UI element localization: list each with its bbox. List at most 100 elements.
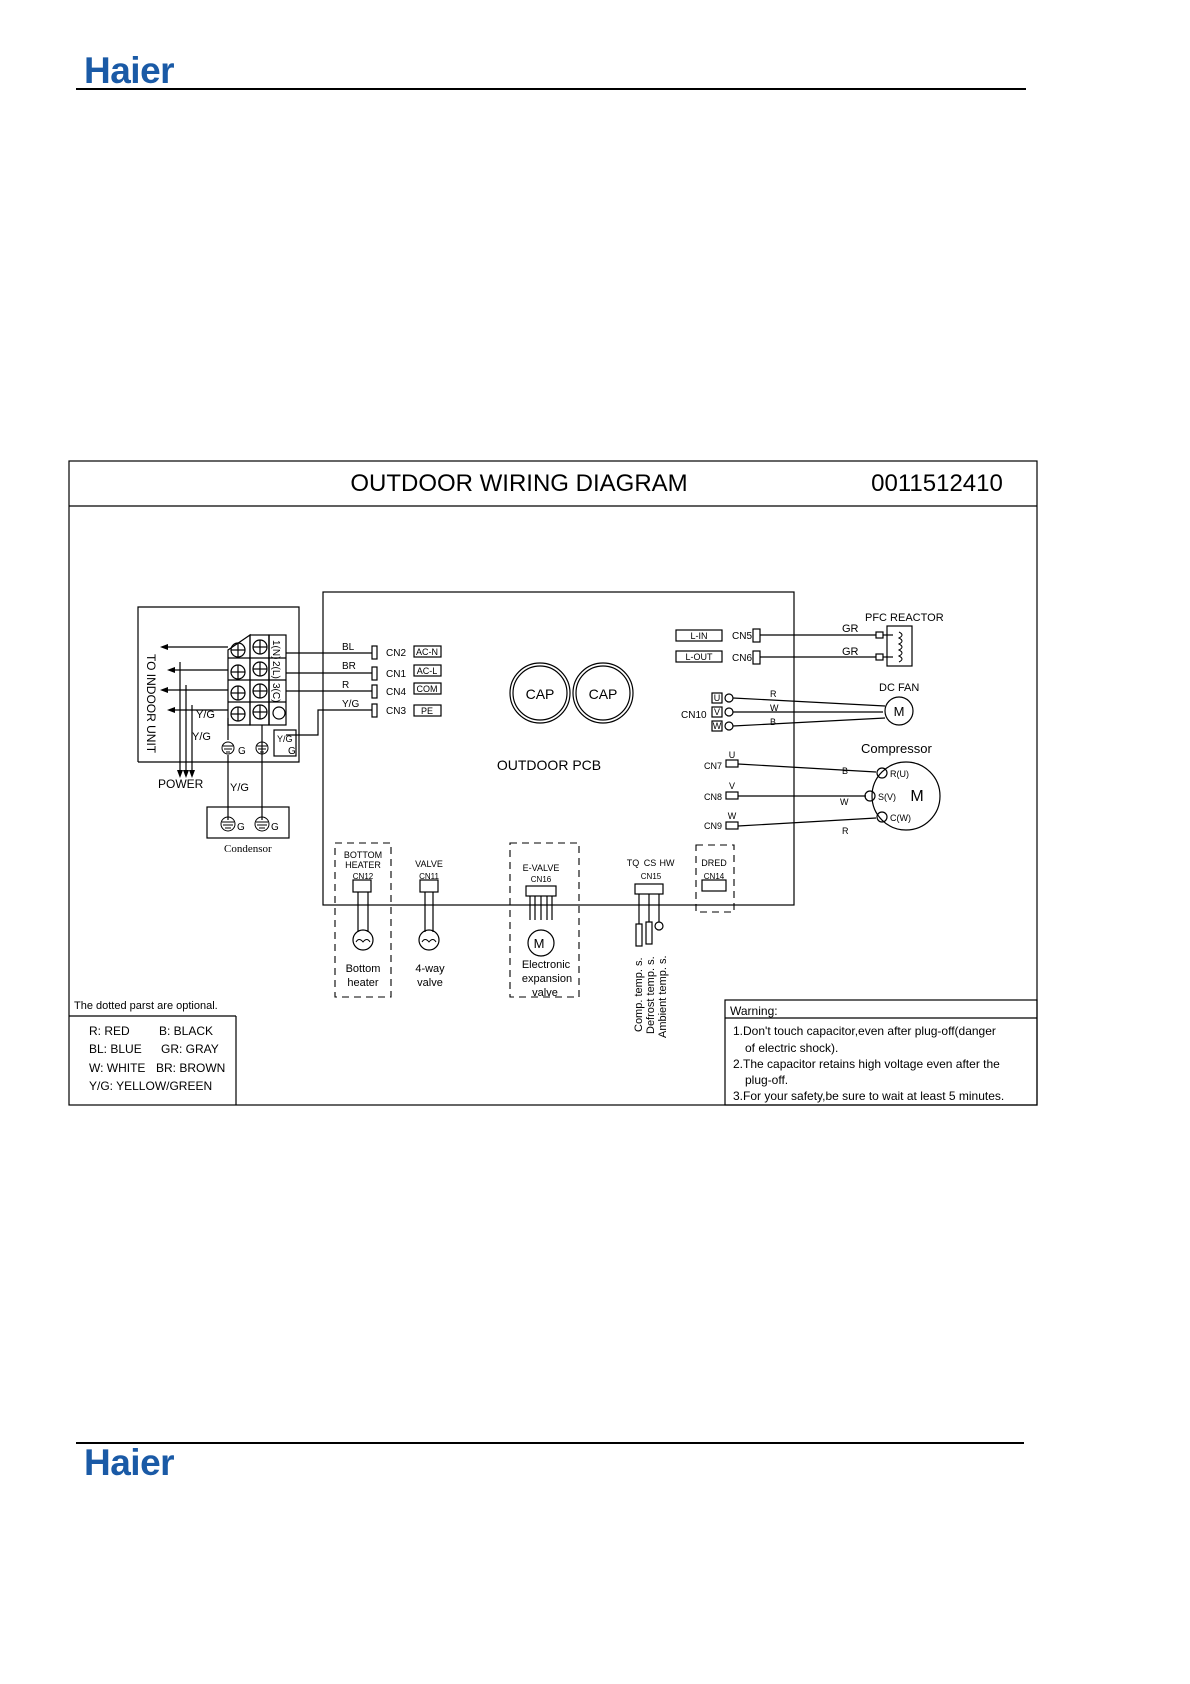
terminal-label-2l: 2(L) bbox=[270, 661, 281, 679]
cn15-label: CN15 bbox=[641, 872, 662, 881]
wire-r: R bbox=[342, 680, 349, 691]
warning-line-2: of electric shock). bbox=[745, 1041, 838, 1055]
e-valve-motor bbox=[527, 929, 555, 957]
dred-label: DRED bbox=[701, 858, 727, 868]
outdoor-pcb-label: OUTDOOR PCB bbox=[497, 757, 601, 773]
tag-ac-l: AC-L bbox=[417, 666, 438, 676]
gr-label-1: GR bbox=[842, 623, 859, 635]
compressor-cw: C(W) bbox=[890, 813, 911, 823]
e-valve-optional-area bbox=[509, 842, 580, 998]
cn7-label: CN7 bbox=[704, 761, 722, 771]
cn10-u: U bbox=[714, 693, 721, 703]
legend-gray: GR: GRAY bbox=[161, 1042, 219, 1056]
cn7-u: U bbox=[729, 750, 736, 760]
e-valve-label-3: valve bbox=[532, 987, 558, 999]
e-valve-m: M bbox=[534, 936, 545, 951]
compressor-label: Compressor bbox=[861, 741, 932, 756]
cn3-label: CN3 bbox=[386, 706, 406, 717]
legend-black: B: BLACK bbox=[159, 1024, 213, 1038]
legend-blue: BL: BLUE bbox=[89, 1042, 142, 1056]
cn8-label: CN8 bbox=[704, 792, 722, 802]
bottom-heater-optional-area bbox=[334, 842, 392, 998]
comp-temp-label: Comp. temp. s. bbox=[633, 957, 645, 1032]
cn14-label: CN14 bbox=[704, 872, 725, 881]
compressor-ru: R(U) bbox=[890, 769, 909, 779]
bottom-heater-box-1: BOTTOM bbox=[344, 850, 382, 860]
condensor-g2: G bbox=[271, 822, 279, 833]
defrost-temp-label: Defrost temp. s. bbox=[645, 956, 657, 1034]
condensor-g1: G bbox=[237, 822, 245, 833]
cap1-label: CAP bbox=[526, 686, 555, 702]
valve-box-label: VALVE bbox=[415, 859, 443, 869]
cn9-label: CN9 bbox=[704, 821, 722, 831]
to-indoor-unit-label: TO INDOOR UNIT bbox=[144, 654, 158, 754]
cap1-circle bbox=[509, 662, 571, 724]
footer-rule bbox=[76, 1442, 1024, 1444]
tq-label: TQ bbox=[627, 858, 640, 868]
condensor-label: Condensor bbox=[224, 843, 272, 855]
outdoor-pcb-board bbox=[322, 591, 795, 906]
terminal-label-3c: 3(C) bbox=[270, 683, 281, 702]
dc-fan-label: DC FAN bbox=[879, 682, 919, 694]
terminal-area bbox=[137, 606, 300, 763]
terminal-label-1n: 1(N) bbox=[270, 640, 281, 659]
cn1-label: CN1 bbox=[386, 669, 406, 680]
e-valve-label-2: expansion bbox=[522, 973, 572, 985]
cn10-w: W bbox=[713, 721, 722, 731]
yg-label-c: Y/G bbox=[277, 734, 293, 744]
pfc-reactor-label: PFC REACTOR bbox=[865, 612, 944, 624]
yg-label-b: Y/G bbox=[192, 731, 211, 743]
brand-logo-top: Haier bbox=[84, 50, 175, 91]
l-in-label: L-IN bbox=[690, 631, 707, 641]
l-out-label: L-OUT bbox=[686, 652, 714, 662]
e-valve-box-label: E-VALVE bbox=[523, 863, 560, 873]
cn16-label: CN16 bbox=[531, 875, 552, 884]
legend-brown: BR: BROWN bbox=[156, 1061, 225, 1075]
tag-ac-n: AC-N bbox=[416, 647, 438, 657]
cn5-label: CN5 bbox=[732, 631, 752, 642]
tag-com: COM bbox=[417, 684, 438, 694]
cn4-label: CN4 bbox=[386, 687, 406, 698]
cap2-label: CAP bbox=[589, 686, 618, 702]
tag-pe: PE bbox=[421, 706, 433, 716]
legend-white: W: WHITE bbox=[89, 1061, 145, 1075]
dc-fan-motor bbox=[884, 696, 914, 726]
wire-br: BR bbox=[342, 661, 356, 672]
warning-line-5: 3.For your safety,be sure to wait at lea… bbox=[733, 1089, 1004, 1103]
four-way-valve-label-1: 4-way bbox=[415, 963, 445, 975]
cap2-circle bbox=[572, 662, 634, 724]
e-valve-label-1: Electronic bbox=[522, 959, 571, 971]
cn11-label: CN11 bbox=[419, 872, 439, 881]
power-label: POWER bbox=[158, 777, 204, 791]
gr-label-2: GR bbox=[842, 646, 859, 658]
cs-label: CS bbox=[644, 858, 657, 868]
legend-yellow-green: Y/G: YELLOW/GREEN bbox=[89, 1079, 212, 1093]
header-rule bbox=[76, 88, 1026, 90]
brand-logo-bottom: Haier bbox=[84, 1442, 175, 1483]
warning-box bbox=[724, 999, 1038, 1106]
comp-wire-w: W bbox=[840, 797, 849, 807]
compressor-m: M bbox=[910, 788, 923, 805]
legend-red: R: RED bbox=[89, 1024, 130, 1038]
fan-wire-w: W bbox=[770, 703, 779, 713]
compressor-sv: S(V) bbox=[878, 792, 896, 802]
fan-wire-b: B bbox=[770, 717, 776, 727]
wire-yg: Y/G bbox=[342, 699, 359, 710]
diagram-frame bbox=[68, 460, 1038, 1106]
four-way-valve-label-2: valve bbox=[417, 977, 443, 989]
cn10-v: V bbox=[714, 707, 720, 717]
compressor-motor bbox=[871, 761, 941, 831]
bottom-heater-box-2: HEATER bbox=[345, 860, 381, 870]
comp-wire-b: B bbox=[842, 766, 848, 776]
pfc-reactor-box bbox=[886, 625, 913, 667]
condensor-box bbox=[206, 806, 290, 839]
dc-fan-m: M bbox=[894, 704, 905, 719]
cn8-v: V bbox=[729, 781, 735, 791]
bottom-heater-label-2: heater bbox=[347, 977, 379, 989]
bottom-heater-coil bbox=[352, 929, 374, 951]
cn6-label: CN6 bbox=[732, 653, 752, 664]
warning-line-1: 1.Don't touch capacitor,even after plug-… bbox=[733, 1024, 996, 1038]
bottom-heater-label-1: Bottom bbox=[346, 963, 381, 975]
four-way-valve-coil bbox=[418, 929, 440, 951]
